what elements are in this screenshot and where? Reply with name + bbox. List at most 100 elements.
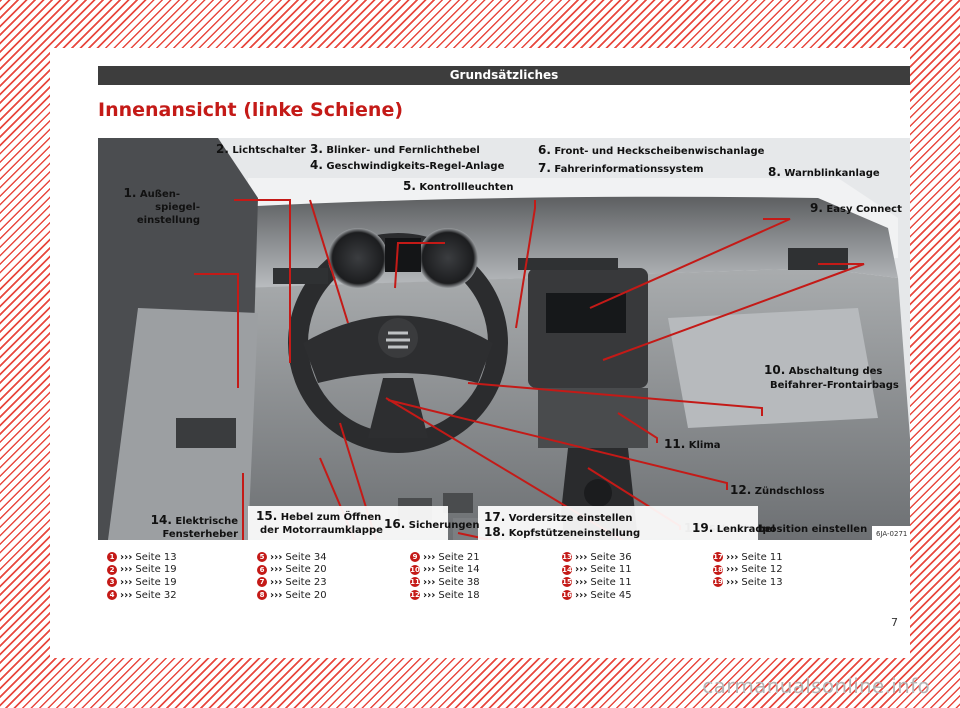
ref-number-badge: 4	[107, 590, 117, 601]
ref-number-badge: 9	[410, 552, 420, 563]
ref-number-badge: 5	[257, 552, 267, 563]
ref-number-badge: 2	[107, 564, 117, 575]
callout-6: 6. Front- und Heckscheibenwischanlage	[538, 143, 765, 157]
reference-page: Seite 13	[741, 576, 783, 588]
reference-row[interactable]: 15›››Seite 11	[562, 576, 632, 589]
reference-row[interactable]: 11›››Seite 38	[410, 576, 480, 589]
svg-text:6. Front- und Heckscheibenwisc: 6. Front- und Heckscheibenwischanlage	[538, 143, 765, 157]
page-title: Innenansicht (linke Schiene)	[98, 99, 404, 121]
reference-column-3: 9›››Seite 21 10›››Seite 14 11›››Seite 38…	[410, 551, 480, 601]
reference-page: Seite 11	[590, 576, 632, 588]
reference-row[interactable]: 3›››Seite 19	[107, 576, 177, 589]
reference-page: Seite 18	[438, 589, 480, 601]
manual-page: Grundsätzliches Innenansicht (linke Schi…	[50, 48, 910, 658]
ref-number-badge: 8	[257, 590, 267, 601]
reference-arrow-icon: ›››	[726, 564, 739, 576]
page-number: 7	[891, 616, 898, 629]
reference-arrow-icon: ›››	[423, 564, 436, 576]
reference-row[interactable]: 14›››Seite 11	[562, 564, 632, 577]
reference-row[interactable]: 18›››Seite 12	[713, 564, 783, 577]
reference-page: Seite 14	[438, 564, 480, 576]
reference-row[interactable]: 16›››Seite 45	[562, 589, 632, 602]
reference-row[interactable]: 9›››Seite 21	[410, 551, 480, 564]
reference-row[interactable]: 1›››Seite 13	[107, 551, 177, 564]
callout-13: 13. Schalthebel	[684, 521, 775, 535]
reference-column-2: 5›››Seite 34 6›››Seite 20 7›››Seite 23 8…	[257, 551, 327, 601]
image-code: 6JA-0271	[876, 530, 907, 538]
reference-page: Seite 36	[590, 551, 632, 563]
ref-number-badge: 1	[107, 552, 117, 563]
callout-9: 9. Easy Connect	[810, 201, 902, 215]
svg-text:13. Schalthebel: 13. Schalthebel	[684, 521, 775, 535]
reference-arrow-icon: ›››	[423, 589, 436, 601]
ref-number-badge: 7	[257, 577, 267, 588]
reference-arrow-icon: ›››	[575, 564, 588, 576]
ref-number-badge: 15	[562, 577, 572, 588]
ref-number-badge: 6	[257, 564, 267, 575]
reference-page: Seite 19	[135, 564, 177, 576]
svg-text:10. Abschaltung des: 10. Abschaltung des	[764, 363, 882, 377]
reference-arrow-icon: ›››	[270, 589, 283, 601]
callout-4: 4. Geschwindigkeits-Regel-Anlage	[310, 158, 505, 172]
reference-arrow-icon: ›››	[120, 576, 133, 588]
svg-text:1. Außen-: 1. Außen-	[123, 186, 180, 200]
svg-text:2. Lichtschalter: 2. Lichtschalter	[216, 142, 306, 156]
reference-row[interactable]: 13›››Seite 36	[562, 551, 632, 564]
callout-2: 2. Lichtschalter	[216, 142, 306, 156]
svg-text:spiegel-: spiegel-	[155, 202, 200, 213]
svg-text:11. Klima: 11. Klima	[664, 437, 721, 451]
reference-page: Seite 20	[285, 564, 327, 576]
reference-arrow-icon: ›››	[575, 551, 588, 563]
reference-row[interactable]: 8›››Seite 20	[257, 589, 327, 602]
reference-arrow-icon: ›››	[270, 551, 283, 563]
reference-arrow-icon: ›››	[120, 564, 133, 576]
reference-column-1: 1›››Seite 13 2›››Seite 19 3›››Seite 19 4…	[107, 551, 177, 601]
reference-page: Seite 34	[285, 551, 327, 563]
callout-3: 3. Blinker- und Fernlichthebel	[310, 142, 480, 156]
ref-number-badge: 19	[713, 577, 723, 588]
reference-row[interactable]: 17›››Seite 11	[713, 551, 783, 564]
svg-text:Beifahrer-Frontairbags: Beifahrer-Frontairbags	[770, 380, 899, 391]
ref-number-badge: 12	[410, 590, 420, 601]
dashboard-photo: 6JA-0271 1. Außen-spiegel-einstellung 2.…	[98, 138, 910, 540]
reference-row[interactable]: 2›››Seite 19	[107, 564, 177, 577]
reference-page: Seite 45	[590, 589, 632, 601]
svg-text:4. Geschwindigkeits-Regel-Anla: 4. Geschwindigkeits-Regel-Anlage	[310, 158, 505, 172]
reference-row[interactable]: 6›››Seite 20	[257, 564, 327, 577]
svg-text:einstellung: einstellung	[137, 215, 200, 226]
ref-number-badge: 11	[410, 577, 420, 588]
reference-arrow-icon: ›››	[120, 551, 133, 563]
reference-arrow-icon: ›››	[423, 576, 436, 588]
callout-7: 7. Fahrerinformationssystem	[538, 161, 704, 175]
ref-number-badge: 10	[410, 564, 420, 575]
ref-number-badge: 14	[562, 564, 572, 575]
reference-row[interactable]: 5›››Seite 34	[257, 551, 327, 564]
leader-lines	[194, 199, 865, 540]
callout-12: 12. Zündschloss	[730, 483, 825, 497]
reference-arrow-icon: ›››	[120, 589, 133, 601]
reference-row[interactable]: 12›››Seite 18	[410, 589, 480, 602]
reference-page: Seite 23	[285, 576, 327, 588]
svg-text:Fensterheber: Fensterheber	[162, 529, 238, 540]
ref-number-badge: 16	[562, 590, 572, 601]
reference-arrow-icon: ›››	[726, 576, 739, 588]
svg-text:5. Kontrollleuchten: 5. Kontrollleuchten	[403, 179, 513, 193]
reference-row[interactable]: 19›››Seite 13	[713, 576, 783, 589]
section-header: Grundsätzliches	[98, 66, 910, 85]
callout-5: 5. Kontrollleuchten	[403, 179, 513, 193]
image-code-box	[872, 526, 910, 540]
reference-arrow-icon: ›››	[270, 564, 283, 576]
svg-text:8. Warnblinkanlage: 8. Warnblinkanlage	[768, 165, 880, 179]
reference-row[interactable]: 7›››Seite 23	[257, 576, 327, 589]
reference-page: Seite 21	[438, 551, 480, 563]
reference-row[interactable]: 4›››Seite 32	[107, 589, 177, 602]
page-reference-list: 1›››Seite 13 2›››Seite 19 3›››Seite 19 4…	[107, 551, 897, 621]
svg-text:9. Easy Connect: 9. Easy Connect	[810, 201, 902, 215]
reference-row[interactable]: 10›››Seite 14	[410, 564, 480, 577]
reference-arrow-icon: ›››	[726, 551, 739, 563]
callout-10: 10. Abschaltung desBeifahrer-Frontairbag…	[764, 363, 899, 391]
reference-page: Seite 38	[438, 576, 480, 588]
reference-arrow-icon: ›››	[575, 589, 588, 601]
callout-11: 11. Klima	[664, 437, 721, 451]
